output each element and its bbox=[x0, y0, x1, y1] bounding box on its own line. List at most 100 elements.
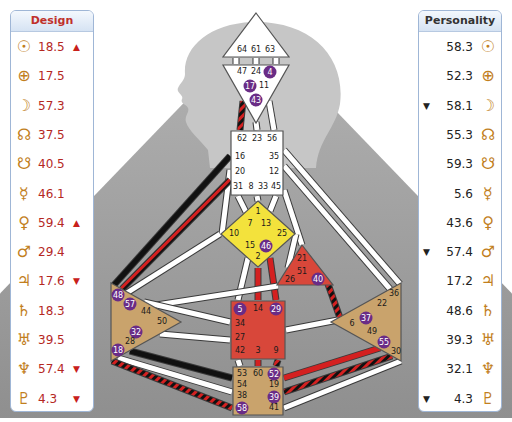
activation-value: 17.6 bbox=[38, 273, 65, 289]
activation-value: 55.3 bbox=[446, 127, 473, 143]
gate-number: 54 bbox=[237, 380, 247, 390]
channel-fill bbox=[256, 360, 261, 366]
gate-number: 64 bbox=[237, 45, 247, 55]
gate-number: 20 bbox=[235, 167, 245, 177]
activation-value: 5.6 bbox=[454, 186, 473, 202]
planet-symbol: ♆ bbox=[17, 359, 31, 379]
gate-number: 35 bbox=[269, 152, 279, 162]
activation-value: 17.2 bbox=[446, 273, 473, 289]
arrow-mark: ▼ bbox=[423, 393, 430, 405]
channel-outline bbox=[160, 334, 230, 340]
arrow-mark: ▼ bbox=[423, 246, 430, 258]
channel bbox=[284, 361, 401, 408]
planet-symbol: ♄ bbox=[17, 301, 31, 321]
activation-value: 39.3 bbox=[446, 332, 473, 348]
gate-number: 21 bbox=[297, 254, 307, 264]
channel-outline bbox=[240, 101, 243, 130]
spleen-center: 48574450322818 bbox=[110, 282, 182, 362]
activation-value: 57.4 bbox=[446, 244, 473, 260]
gate-number: 22 bbox=[377, 299, 387, 309]
activation-value: 58.1 bbox=[446, 98, 473, 114]
planet-symbol: ♀ bbox=[482, 213, 494, 233]
gate-number: 13 bbox=[261, 219, 271, 229]
channel bbox=[286, 320, 338, 330]
channel-outline bbox=[273, 58, 280, 64]
channel bbox=[257, 196, 258, 201]
panel-header: Design bbox=[11, 11, 93, 32]
activation-value: 18.5 bbox=[38, 39, 65, 55]
gate-number: 55 bbox=[378, 336, 391, 349]
channel-outline bbox=[286, 320, 338, 330]
gate-number: 51 bbox=[297, 267, 307, 277]
channel-outline bbox=[270, 196, 276, 211]
gate-number: 63 bbox=[265, 45, 275, 55]
channel bbox=[160, 334, 230, 340]
channel bbox=[240, 101, 243, 130]
gate-number: 28 bbox=[125, 337, 135, 347]
gate-number: 18 bbox=[112, 344, 125, 357]
activation-value: 32.1 bbox=[446, 361, 473, 377]
center-outline bbox=[276, 244, 334, 286]
planet-symbol: ☿ bbox=[19, 184, 29, 204]
gate-number: 48 bbox=[112, 289, 125, 302]
gate-number: 17 bbox=[244, 80, 257, 93]
arrow-mark: ▼ bbox=[73, 393, 80, 405]
channel-fill bbox=[276, 360, 278, 366]
channel-outline bbox=[253, 58, 260, 64]
planet-symbol: ♇ bbox=[17, 389, 31, 409]
channel-outline bbox=[276, 360, 278, 366]
gate-number: 62 bbox=[237, 134, 247, 144]
gate-number: 50 bbox=[157, 317, 167, 327]
planet-symbol: ♆ bbox=[481, 359, 495, 379]
activation-value: 37.5 bbox=[38, 127, 65, 143]
planet-symbol: ♂ bbox=[17, 242, 31, 262]
planet-panel: Personality58.3☉52.3⊕▼58.1☽55.3☊59.3☋5.6… bbox=[418, 10, 502, 412]
root-center: 536052541938395841 bbox=[232, 366, 284, 416]
channel-outline bbox=[112, 361, 232, 408]
gate-number: 14 bbox=[253, 304, 263, 314]
channel-outline bbox=[270, 258, 276, 300]
ajna-center: 47244171143 bbox=[222, 64, 290, 124]
gate-number: 42 bbox=[235, 346, 245, 356]
gate-number: 56 bbox=[267, 134, 277, 144]
gate-number: 33 bbox=[258, 182, 268, 192]
planet-symbol: ☉ bbox=[481, 37, 495, 57]
channel bbox=[258, 268, 259, 300]
head-center: 646163 bbox=[222, 12, 290, 58]
planet-symbol: ☋ bbox=[17, 154, 31, 174]
channel-fill bbox=[240, 101, 243, 130]
activation-value: 40.5 bbox=[38, 156, 65, 172]
planet-symbol: ☿ bbox=[483, 184, 493, 204]
sacral-center: 5142934274239 bbox=[230, 300, 286, 360]
channel bbox=[276, 360, 278, 366]
planet-symbol: ⊕ bbox=[481, 66, 494, 86]
center-shape bbox=[111, 283, 181, 361]
gate-number: 6 bbox=[349, 319, 354, 329]
arrow-mark: ▲ bbox=[73, 41, 80, 53]
gate-number: 24 bbox=[251, 67, 261, 77]
planet-symbol: ☋ bbox=[481, 154, 495, 174]
center-shape bbox=[231, 131, 283, 195]
channel bbox=[256, 58, 257, 64]
gate-number: 27 bbox=[235, 333, 245, 343]
gate-number: 37 bbox=[360, 312, 373, 325]
channel bbox=[284, 166, 390, 289]
planet-symbol: ♃ bbox=[17, 271, 31, 291]
planet-symbol: ☊ bbox=[17, 125, 31, 145]
gate-number: 10 bbox=[229, 229, 239, 239]
gate-number: 29 bbox=[270, 303, 283, 316]
channel bbox=[258, 360, 259, 366]
channel bbox=[270, 258, 276, 300]
planet-symbol: ☉ bbox=[17, 37, 31, 57]
channel bbox=[328, 284, 340, 318]
channel-outline bbox=[269, 101, 274, 130]
gate-number: 58 bbox=[236, 402, 249, 415]
activation-value: 57.4 bbox=[38, 361, 65, 377]
channel bbox=[238, 196, 246, 212]
activation-value: 18.3 bbox=[38, 303, 65, 319]
activation-value: 48.6 bbox=[446, 303, 473, 319]
gate-number: 41 bbox=[269, 403, 279, 413]
channel-fill bbox=[234, 58, 239, 64]
gate-number: 9 bbox=[273, 346, 278, 356]
planet-symbol: ♀ bbox=[18, 213, 30, 233]
